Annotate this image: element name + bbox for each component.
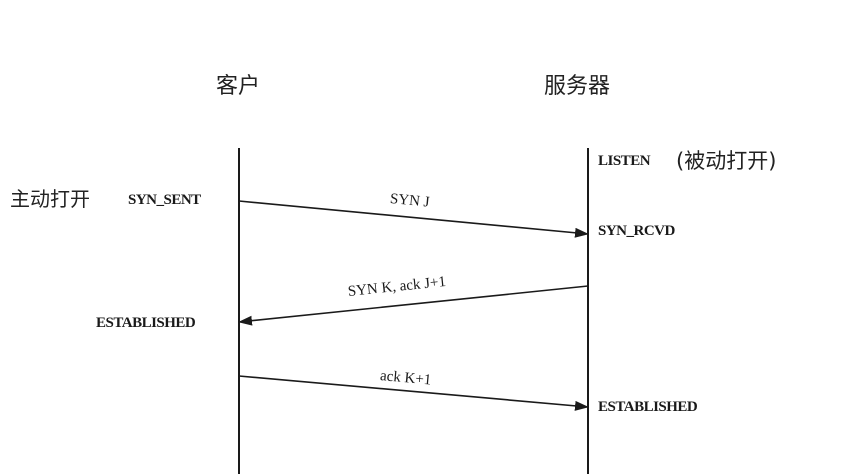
arrow-ack-k: [238, 375, 589, 411]
client-state-established: ESTABLISHED: [96, 315, 196, 331]
arrow-syn-j: [238, 200, 589, 238]
server-header: 服务器: [544, 74, 611, 99]
arrow-syn-k-ack: [238, 285, 589, 326]
client-header: 客户: [216, 74, 261, 99]
server-state-established: ESTABLISHED: [598, 399, 698, 415]
client-state-syn-sent: SYN_SENT: [128, 192, 201, 208]
active-open-note: 主动打开: [10, 187, 90, 211]
passive-open-note: (被动打开): [676, 149, 777, 173]
server-state-syn-rcvd: SYN_RCVD: [598, 223, 675, 239]
server-state-listen: LISTEN: [598, 153, 651, 169]
